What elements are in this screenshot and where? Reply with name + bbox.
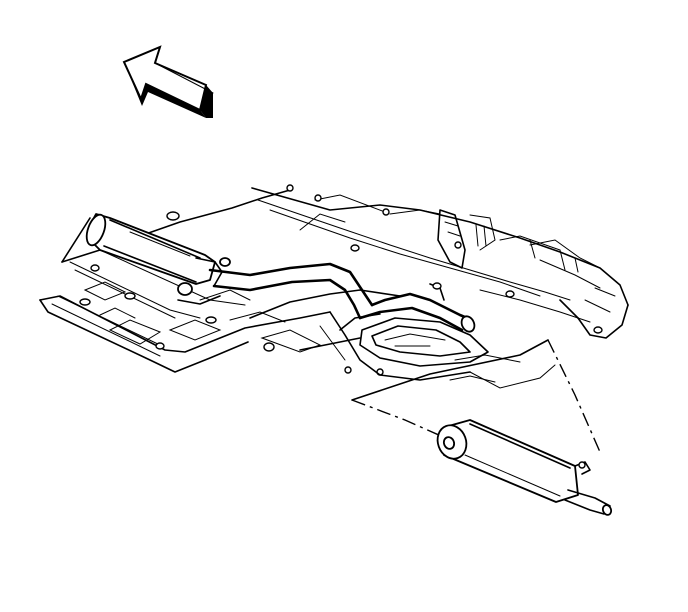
front-exhaust-pipe <box>85 213 374 320</box>
muffler <box>436 419 613 516</box>
rear-spare-tire-well <box>339 313 489 367</box>
vehicle-underbody <box>39 184 629 389</box>
intermediate-pipe <box>358 282 476 333</box>
muffler-callout-frame <box>351 339 601 453</box>
direction-arrow-icon <box>122 45 214 118</box>
